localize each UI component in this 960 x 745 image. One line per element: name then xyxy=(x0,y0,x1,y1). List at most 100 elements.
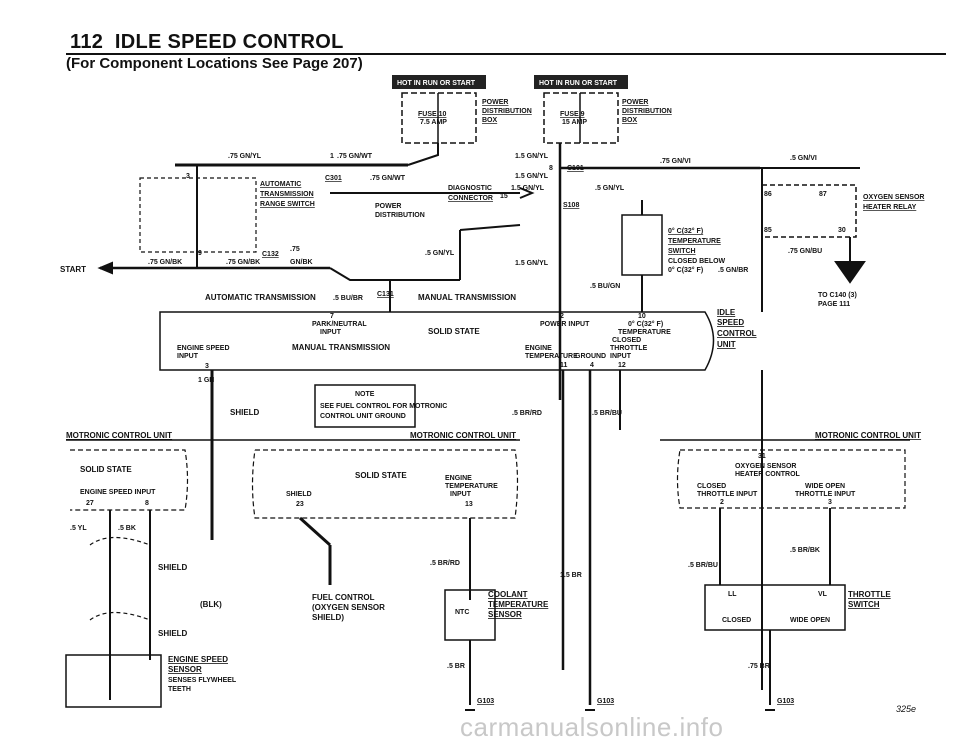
mcu-left-eng: ENGINE SPEED INPUT xyxy=(80,489,156,496)
diag-connector-l2: CONNECTOR xyxy=(448,195,493,202)
wire-label: .5 BR/BU xyxy=(592,410,622,417)
wire-label: .5 BR xyxy=(447,663,465,670)
o2-relay-l1: OXYGEN SENSOR xyxy=(863,194,924,201)
isc-eng-l2: INPUT xyxy=(177,353,199,360)
page-subtitle: (For Component Locations See Page 207) xyxy=(66,55,363,72)
pin-label: 9 xyxy=(198,250,202,257)
coolant-sensor-l1: COOLANT xyxy=(488,590,528,599)
isc-temp-l2: TEMPERATURE xyxy=(618,329,671,336)
wire-label: 1.5 GN/YL xyxy=(511,185,545,192)
throttle-closed: CLOSED xyxy=(722,617,751,624)
connector-c131: C131 xyxy=(377,291,394,298)
fuel-control-l1: FUEL CONTROL xyxy=(312,593,375,602)
pin-label: 1 xyxy=(330,153,334,160)
mcu-mid-pin: 23 xyxy=(296,501,304,508)
connector-c301: C301 xyxy=(325,175,342,182)
isc-power-pin: 2 xyxy=(560,313,564,320)
wire-label: 1.5 GN/YL xyxy=(515,153,549,160)
ground-g103: G103 xyxy=(477,698,494,705)
ground-g103: G103 xyxy=(597,698,614,705)
hot-badge-2-label: HOT IN RUN OR START xyxy=(539,80,618,87)
mcu-right-o2-l1: OXYGEN SENSOR xyxy=(735,463,796,470)
page-title: 112 IDLE SPEED CONTROL xyxy=(70,31,344,53)
mcu-mid-shield: SHIELD xyxy=(286,491,312,498)
connector-c101: C101 xyxy=(567,165,584,172)
ntc-label: NTC xyxy=(455,609,469,616)
mcu-right-label: MOTRONIC CONTROL UNIT xyxy=(815,431,921,440)
wire-label: .75 GN/BK xyxy=(148,259,182,266)
ess-l2: SENSOR xyxy=(168,665,202,674)
ess-l3: SENSES FLYWHEEL xyxy=(168,677,237,684)
auto-trans-switch-l1: AUTOMATIC xyxy=(260,181,301,188)
hot-badge-1 xyxy=(392,75,486,89)
ess-l4: TEETH xyxy=(168,686,191,693)
fuse9-amp: 15 AMP xyxy=(562,119,587,126)
mcu-right-pin: 2 xyxy=(720,499,724,506)
temp-switch-l1: 0° C(32° F) xyxy=(668,227,703,235)
watermark: carmanualsonline.info xyxy=(460,712,724,742)
shield-label: SHIELD xyxy=(158,629,188,638)
mcu-left-pin: 8 xyxy=(145,500,149,507)
mcu-right-wide-l1: WIDE OPEN xyxy=(805,483,845,490)
fuel-control-l2: (OXYGEN SENSOR xyxy=(312,603,385,612)
wire-label: .5 BK xyxy=(118,525,136,532)
pdb1-l2: DISTRIBUTION xyxy=(482,108,532,115)
mcu-right-wide-l2: THROTTLE INPUT xyxy=(795,491,856,498)
wire-label: .75 GN/VI xyxy=(660,158,691,165)
isc-engtemp-pin: 11 xyxy=(560,362,568,369)
throttle-wide: WIDE OPEN xyxy=(790,617,830,624)
isc-throttle-l2: INPUT xyxy=(610,353,632,360)
wire-label: .5 GN/BR xyxy=(718,267,748,274)
wire-label: .75 GN/BK xyxy=(226,259,260,266)
o2-relay-l2: HEATER RELAY xyxy=(863,204,917,211)
pdb1-l1: POWER xyxy=(482,99,508,106)
mcu-right-pin: 31 xyxy=(758,453,766,460)
mcu-right-pin: 3 xyxy=(828,499,832,506)
temp-switch-l3: SWITCH xyxy=(668,248,696,255)
to-c140-l2: PAGE 111 xyxy=(818,301,850,308)
isc-ground-pin: 4 xyxy=(590,362,594,369)
fuse10-label: FUSE 10 xyxy=(418,111,447,118)
mcu-right-closed-l1: CLOSED xyxy=(697,483,726,490)
wire-label: .75 GN/WT xyxy=(337,153,373,160)
wire-label: .5 BU/GN xyxy=(590,283,620,290)
wire-label: .5 BR/BK xyxy=(790,547,820,554)
throttle-switch-l2: SWITCH xyxy=(848,600,880,609)
isc-power-l1: POWER INPUT xyxy=(540,321,590,328)
wire-label: .5 GN/YL xyxy=(595,185,625,192)
wire-label: GN/BK xyxy=(290,259,313,266)
temp-switch-l2: TEMPERATURE xyxy=(668,238,721,245)
isc-park-pin: 7 xyxy=(330,313,334,320)
fuse10-amp: 7.5 AMP xyxy=(420,119,447,126)
isc-manual-trans: MANUAL TRANSMISSION xyxy=(292,343,390,352)
isc-unit-l3: CONTROL xyxy=(717,329,757,338)
pin-label: 86 xyxy=(764,191,772,198)
wire-label: 1 GN xyxy=(198,377,214,384)
isc-park-l2: INPUT xyxy=(320,329,342,336)
mcu-mid-eng-l3: INPUT xyxy=(450,491,472,498)
power-dist-l1: POWER xyxy=(375,203,401,210)
mcu-mid-eng-l2: TEMPERATURE xyxy=(445,483,498,490)
isc-unit-l2: SPEED xyxy=(717,318,744,327)
mcu-right-closed-l2: THROTTLE INPUT xyxy=(697,491,758,498)
ground-g103: G103 xyxy=(777,698,794,705)
pin-label: 8 xyxy=(549,165,553,172)
wire-label: .75 GN/WT xyxy=(370,175,406,182)
isc-temp-l3: CLOSED xyxy=(612,337,641,344)
wire-label: .5 GN/YL xyxy=(425,250,455,257)
mcu-mid-eng-l1: ENGINE xyxy=(445,475,472,482)
ess-l1: ENGINE SPEED xyxy=(168,655,228,664)
isc-throttle-pin: 12 xyxy=(618,362,626,369)
isc-engtemp-l2: TEMPERATURE xyxy=(525,353,578,360)
wire-label: .5 YL xyxy=(70,525,87,532)
isc-engtemp-l1: ENGINE xyxy=(525,345,552,352)
mcu-mid-solid: SOLID STATE xyxy=(355,471,407,480)
throttle-vl: VL xyxy=(818,591,828,598)
isc-solid-state: SOLID STATE xyxy=(428,327,480,336)
wire-label: 1.5 BR xyxy=(560,572,582,579)
power-dist-l2: DISTRIBUTION xyxy=(375,212,425,219)
mcu-left-solid: SOLID STATE xyxy=(80,465,132,474)
pin-label: 85 xyxy=(764,227,772,234)
fuel-control-l3: SHIELD) xyxy=(312,613,344,622)
wire-label: 1.5 GN/YL xyxy=(515,260,549,267)
